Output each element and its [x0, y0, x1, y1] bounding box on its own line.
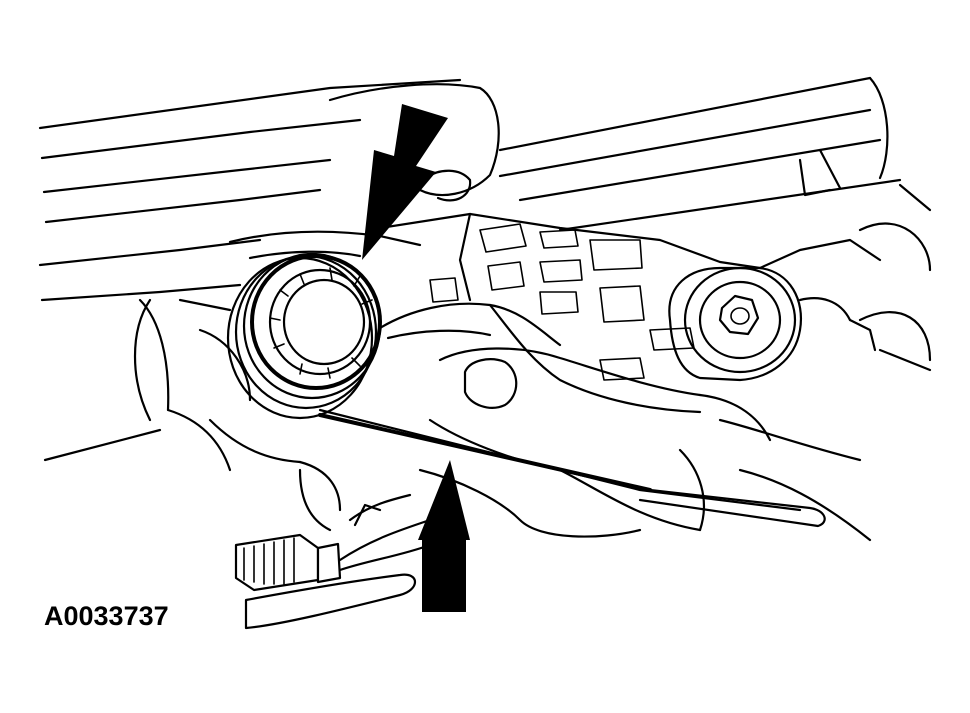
callout-arrows [362, 104, 470, 612]
figure-id-label: A0033737 [44, 601, 169, 631]
seal-ring [226, 252, 382, 420]
electrical-connector [234, 493, 432, 630]
seat-track-rails [38, 76, 932, 372]
arrow-down-pointing-to-seal [362, 104, 448, 260]
upper-bracket [228, 83, 500, 260]
arrow-up-pointing-to-tool [418, 460, 470, 612]
lower-housing [43, 298, 642, 538]
bolt-assembly [668, 266, 877, 382]
removal-tool [318, 302, 872, 542]
